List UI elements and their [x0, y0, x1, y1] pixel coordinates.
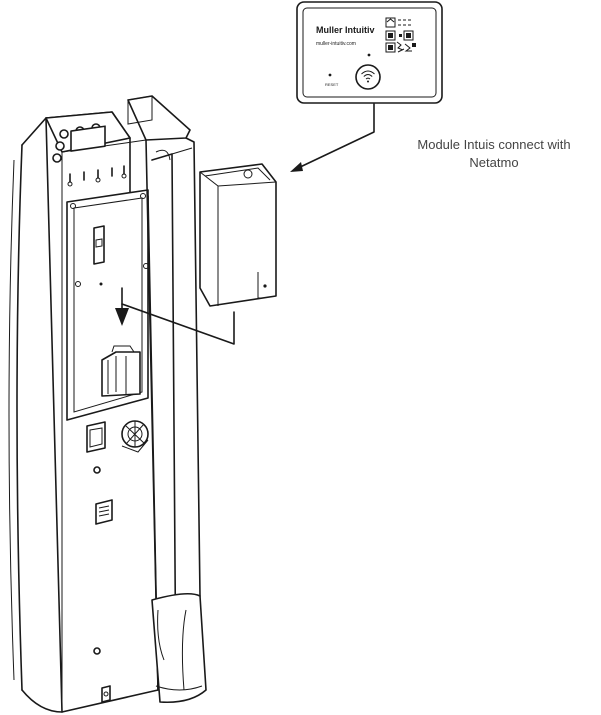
heater-body: [8, 111, 159, 713]
module-brand: Muller Intuitiv: [316, 25, 375, 35]
housing-led: [243, 169, 253, 179]
leader-arrow: [290, 103, 375, 172]
control-display: [70, 125, 106, 152]
housing-leader: [121, 303, 235, 345]
status-led: [367, 53, 371, 57]
insert-arrow: [115, 287, 129, 326]
caption-line-1: Module Intuis connect with: [417, 137, 571, 152]
module-housing: [199, 163, 277, 307]
module-card: Muller Intuitiv muller-intuitiv.com RESE…: [296, 1, 443, 104]
wifi-button: [355, 64, 381, 90]
front-plug: [95, 499, 113, 525]
reset-hole: [328, 73, 332, 77]
side-channel: [127, 95, 207, 704]
reset-label: RESET: [325, 82, 339, 87]
module-caption: Module Intuis connect with Netatmo: [388, 136, 600, 172]
module-bay: [66, 189, 149, 421]
power-switch: [86, 421, 106, 453]
control-panel: [52, 123, 106, 163]
thermostat-knob: [121, 420, 149, 453]
qr-code-icon: [385, 17, 416, 53]
caption-line-2: Netatmo: [469, 155, 519, 170]
wifi-icon: [361, 70, 375, 83]
module-website: muller-intuitiv.com: [316, 41, 356, 47]
